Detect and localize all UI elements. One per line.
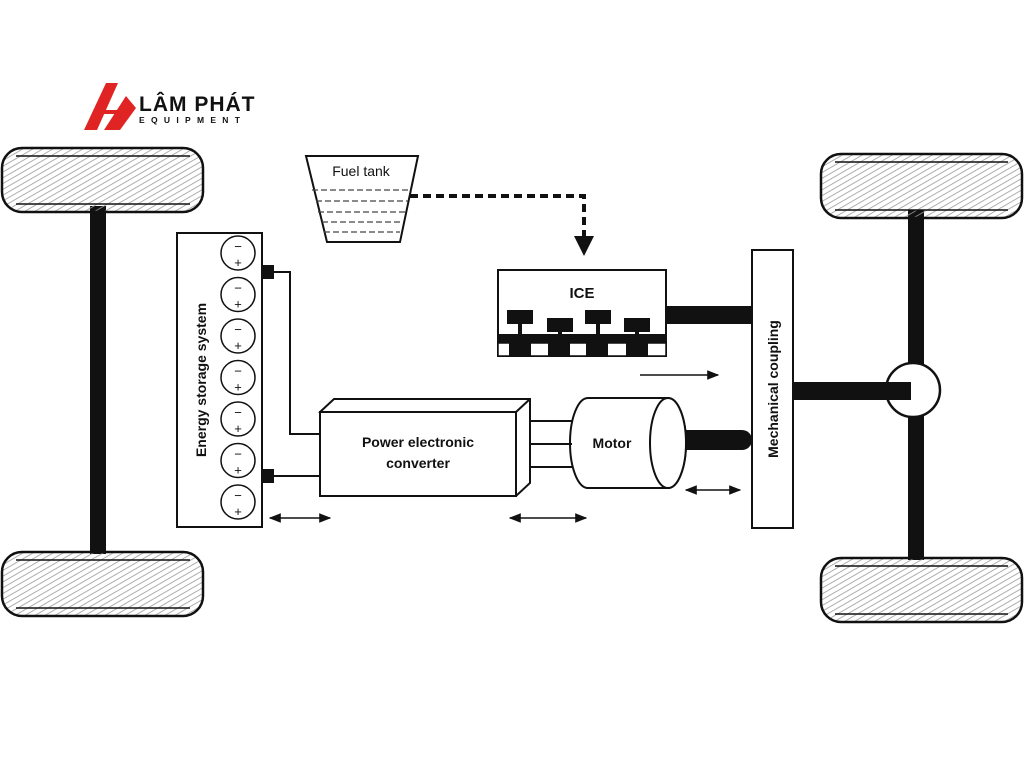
battery-cell-plus: + [234, 463, 242, 478]
fuel-tank-label: Fuel tank [332, 163, 391, 179]
battery-cell-minus: − [234, 322, 242, 337]
battery-cell: −+ [220, 276, 256, 313]
battery-cell: −+ [220, 359, 256, 396]
battery-wires [274, 271, 320, 477]
battery-cell-minus: − [234, 488, 242, 503]
battery-cell-minus: − [234, 447, 242, 462]
front-left-wheel [819, 152, 1024, 220]
battery-cell-minus: − [234, 405, 242, 420]
ice-engine: ICE [497, 269, 667, 357]
battery-cell-minus: − [234, 364, 242, 379]
electric-motor: Motor [569, 397, 687, 489]
mechanical-coupling: Mechanical coupling [751, 249, 794, 529]
coupling-label: Mechanical coupling [765, 320, 781, 458]
battery-cell-plus: + [234, 255, 242, 270]
battery-cell-minus: − [234, 239, 242, 254]
battery-terminal-negative [262, 469, 274, 483]
battery-cell-plus: + [234, 504, 242, 519]
front-right-wheel [819, 556, 1024, 624]
fuel-line [410, 194, 594, 256]
motor-wires [530, 420, 572, 468]
battery-cell: −+ [220, 318, 256, 354]
brand-logo: LÂM PHÁT EQUIPMENT [84, 83, 256, 130]
battery-cells: −+−+−+−+−+−+−+ [220, 235, 256, 520]
ice-label: ICE [569, 285, 594, 302]
motor-label: Motor [593, 435, 632, 451]
battery-terminal-positive [262, 265, 274, 279]
power-flow-arrows [268, 370, 742, 523]
ice-output-shaft [666, 306, 752, 324]
battery-cell: −+ [220, 235, 256, 271]
battery-cell: −+ [220, 401, 256, 437]
battery-cell-plus: + [234, 338, 242, 353]
power-electronic-converter: Power electronic converter [318, 398, 531, 498]
fuel-tank: Fuel tank [304, 155, 420, 243]
battery-cell-minus: − [234, 281, 242, 296]
converter-label-line1: Power electronic [362, 434, 474, 450]
rear-axle [90, 206, 106, 554]
converter-label-line2: converter [386, 455, 450, 471]
battery-cell: −+ [220, 442, 256, 479]
battery-cell-plus: + [234, 421, 242, 436]
battery-cell-plus: + [234, 380, 242, 395]
energy-storage-label: Energy storage system [193, 303, 209, 457]
logo-mark-icon [84, 83, 136, 130]
battery-cell: −+ [220, 484, 256, 520]
brand-name: LÂM PHÁT [139, 92, 256, 116]
battery-cell-plus: + [234, 297, 242, 312]
brand-tagline: EQUIPMENT [139, 115, 246, 125]
motor-output-shaft [670, 430, 752, 450]
rear-left-wheel [0, 146, 205, 214]
rear-right-wheel [0, 550, 205, 618]
energy-storage-system: Energy storage system −+−+−+−+−+−+−+ [176, 232, 274, 528]
